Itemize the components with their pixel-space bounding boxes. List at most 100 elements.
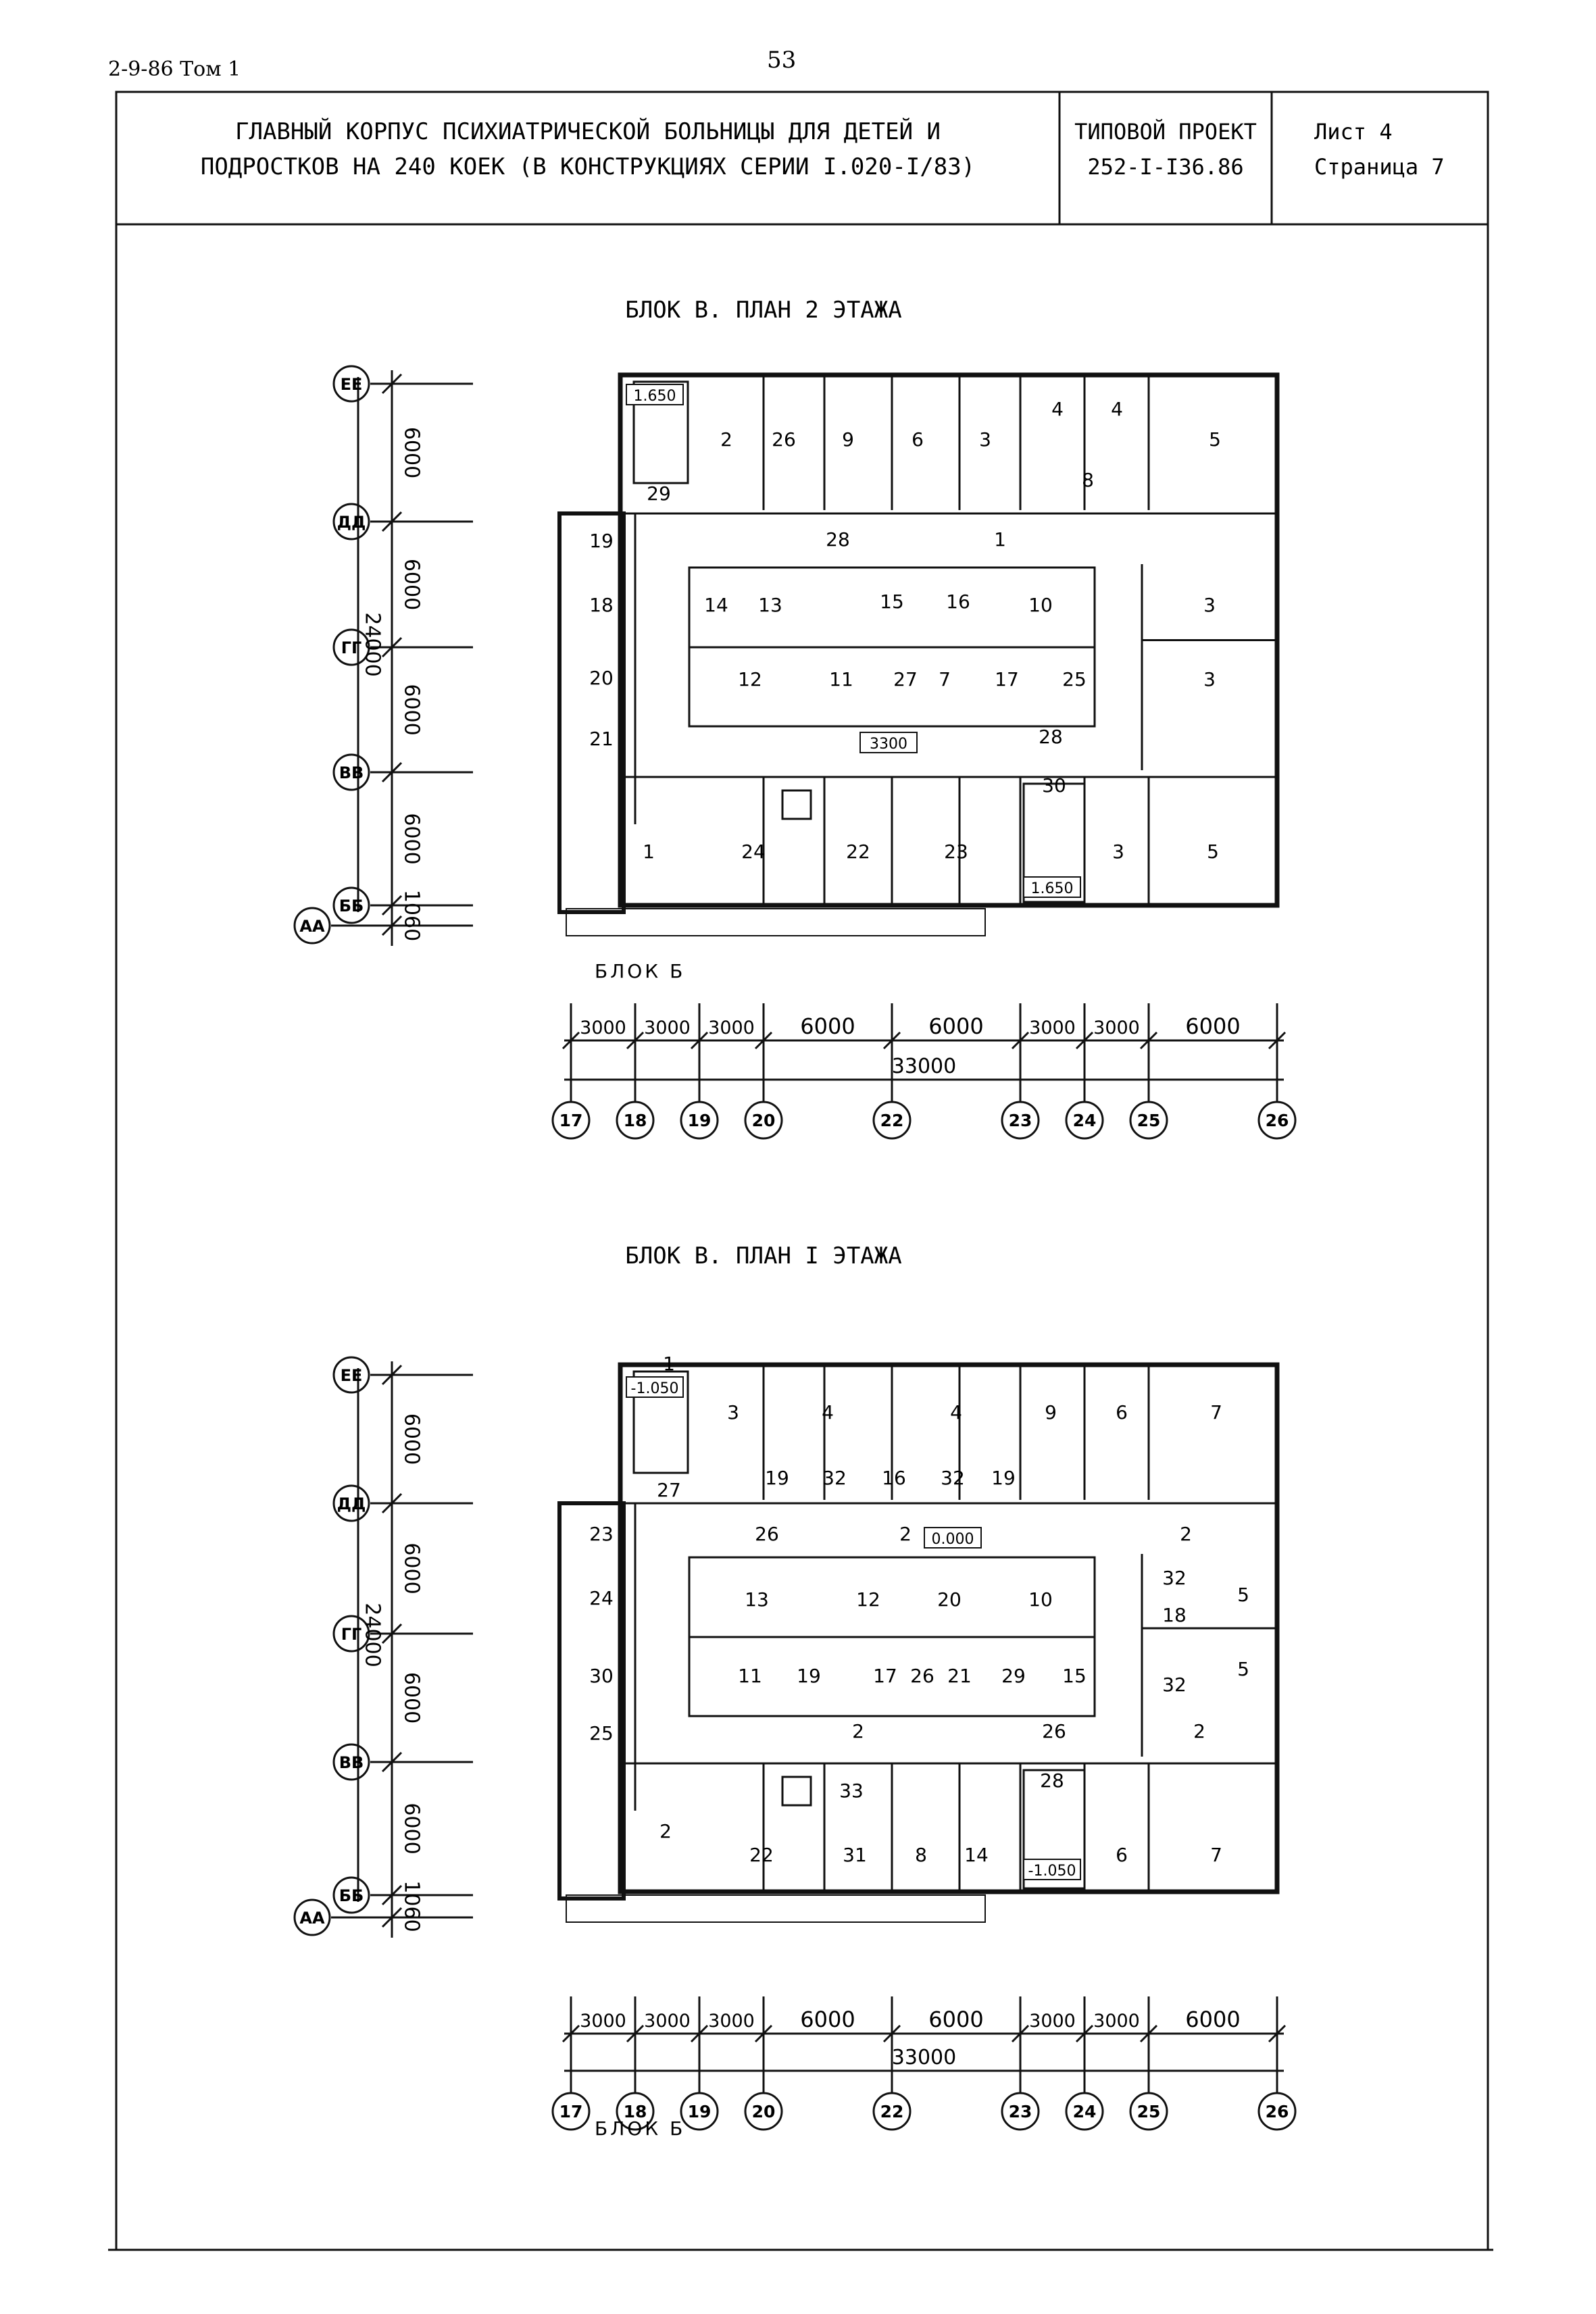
room-number: 31 bbox=[843, 1844, 867, 1866]
room-number: 29 bbox=[1001, 1665, 1026, 1687]
row-axis-bubble bbox=[293, 907, 331, 945]
row-axis-bubble bbox=[332, 886, 370, 924]
elevator-shaft bbox=[781, 1776, 812, 1807]
room-number: 19 bbox=[797, 1665, 821, 1687]
room-number: 15 bbox=[880, 590, 904, 613]
level-mark: 1.650 bbox=[1031, 880, 1074, 897]
column-axis-label: 22 bbox=[880, 1111, 904, 1130]
row-dimension-tick bbox=[381, 636, 403, 658]
column-dimension-tick bbox=[1011, 2024, 1030, 2043]
room-number: 28 bbox=[1039, 726, 1063, 748]
room-number: 7 bbox=[1210, 1844, 1222, 1866]
column-axis-bubble bbox=[872, 2092, 912, 2131]
column-axis-label: 23 bbox=[1009, 2102, 1032, 2121]
column-dimension-tick bbox=[690, 1031, 709, 1050]
column-axis-label: 25 bbox=[1137, 2102, 1161, 2121]
room-number: 17 bbox=[995, 668, 1019, 690]
column-axis-bubble bbox=[744, 1101, 783, 1140]
row-axis-bubble bbox=[293, 1898, 331, 1936]
column-axis-bubble bbox=[744, 2092, 783, 2131]
room-number: 2 bbox=[1180, 1523, 1192, 1545]
room-number: 27 bbox=[657, 1479, 681, 1501]
column-total-value: 33000 bbox=[892, 2046, 956, 2069]
building-outline bbox=[557, 1362, 1280, 1923]
column-axis-bubble bbox=[872, 1101, 912, 1140]
column-dimension-value: 6000 bbox=[1185, 1013, 1240, 1039]
room-number: 6 bbox=[1116, 1401, 1128, 1424]
room-number: 22 bbox=[846, 840, 870, 863]
room-number: 20 bbox=[937, 1588, 962, 1611]
row-axis-label: ДД bbox=[337, 513, 366, 532]
row-axis-bubble bbox=[332, 503, 370, 540]
column-axis-bubble bbox=[551, 2092, 591, 2131]
column-dimension-tick bbox=[690, 2024, 709, 2043]
adjacent-block-label: БЛОК Б bbox=[595, 2117, 685, 2140]
column-dimension-tick bbox=[1139, 1031, 1158, 1050]
level-mark-box bbox=[859, 732, 918, 753]
stair-south bbox=[1022, 1769, 1086, 1890]
room-number: 8 bbox=[1082, 469, 1094, 491]
room-number: 5 bbox=[1207, 840, 1219, 863]
row-axis-label: АА bbox=[299, 1909, 325, 1928]
column-axis-label: 25 bbox=[1137, 1111, 1161, 1130]
column-axis-label: 23 bbox=[1009, 1111, 1032, 1130]
column-axis-label: 22 bbox=[880, 2102, 904, 2121]
sheet-page: Страница 7 bbox=[1314, 154, 1445, 180]
room-number: 32 bbox=[1162, 1567, 1187, 1589]
column-dimension-value: 6000 bbox=[928, 1013, 983, 1039]
column-axis-bubble bbox=[616, 1101, 655, 1140]
column-dimension-tick bbox=[1011, 1031, 1030, 1050]
room-number: 18 bbox=[1162, 1604, 1187, 1626]
row-axis-bubble bbox=[332, 1356, 370, 1394]
room-number: 30 bbox=[1042, 774, 1066, 797]
room-number: 32 bbox=[1162, 1674, 1187, 1696]
column-dimension-tick bbox=[754, 1031, 773, 1050]
room-number: 26 bbox=[1042, 1720, 1066, 1742]
room-number: 15 bbox=[1062, 1665, 1087, 1687]
row-dimension-value: 6000 bbox=[400, 1672, 424, 1724]
column-dimension-tick bbox=[882, 2024, 901, 2043]
room-number: 16 bbox=[882, 1467, 906, 1489]
column-axis-label: 26 bbox=[1266, 1111, 1289, 1130]
level-mark: -1.050 bbox=[631, 1380, 679, 1397]
column-dimension-value: 6000 bbox=[928, 2007, 983, 2032]
doc-code: 2-9-86 Том 1 bbox=[108, 57, 241, 81]
column-dimension-tick bbox=[754, 2024, 773, 2043]
row-axis-bubble bbox=[332, 1615, 370, 1653]
column-dimension-tick bbox=[562, 2024, 580, 2043]
stair-north bbox=[632, 1370, 689, 1474]
row-dimension-value: 6000 bbox=[400, 559, 424, 610]
row-dimension-tick bbox=[381, 1364, 403, 1386]
room-number: 24 bbox=[741, 840, 766, 863]
column-dimension-value: 3000 bbox=[644, 1017, 691, 1038]
room-number: 18 bbox=[589, 594, 614, 616]
row-dimension-value: 6000 bbox=[400, 684, 424, 735]
level-mark: 0.000 bbox=[932, 1531, 974, 1548]
column-dimension-tick bbox=[1075, 2024, 1094, 2043]
page-number: 53 bbox=[767, 47, 796, 74]
row-axis-label: АА bbox=[299, 917, 325, 936]
room-number: 4 bbox=[950, 1401, 962, 1424]
row-dimension-tick bbox=[381, 511, 403, 532]
room-number: 3 bbox=[1203, 668, 1216, 690]
row-dimension-tick bbox=[381, 1623, 403, 1644]
room-number: 13 bbox=[758, 594, 782, 616]
row-axis-label: ГГ bbox=[341, 638, 362, 657]
column-axis-bubble bbox=[1065, 2092, 1104, 2131]
column-dimension-tick bbox=[626, 2024, 645, 2043]
row-dimension-value: 6000 bbox=[400, 813, 424, 864]
west-wing-wall bbox=[557, 1501, 626, 1901]
level-mark: -1.050 bbox=[1028, 1863, 1076, 1880]
room-number: 2 bbox=[659, 1820, 672, 1842]
room-number: 12 bbox=[856, 1588, 880, 1611]
level-mark-box bbox=[626, 384, 684, 405]
row-dimension-tick bbox=[381, 1884, 403, 1906]
column-dimension-value: 3000 bbox=[1093, 2011, 1140, 2032]
room-number: 14 bbox=[704, 594, 728, 616]
room-number: 14 bbox=[964, 1844, 989, 1866]
room-number: 7 bbox=[1210, 1401, 1222, 1424]
